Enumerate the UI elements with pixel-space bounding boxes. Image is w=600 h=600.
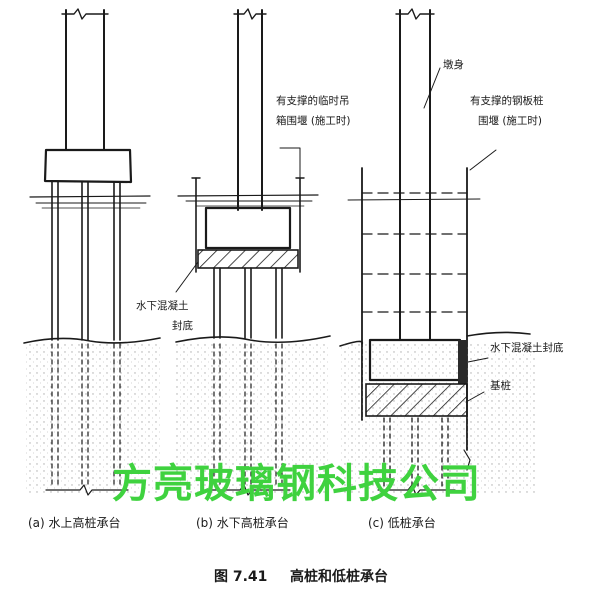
panel-b-cofferdam-leader (279, 147, 301, 179)
panel-a: (a) 水上高桩承台 (23, 8, 161, 530)
panel-b-piles-embedded (213, 343, 283, 489)
panel-c-pile-leader (465, 391, 485, 403)
figure-caption: 图 7.41 高桩和低桩承台 (214, 568, 388, 585)
panel-c-label: (c) 低桩承台 (368, 515, 436, 530)
panel-b-label: (b) 水下高桩承台 (196, 515, 289, 530)
panel-b-water-line (177, 194, 319, 207)
panel-c-pile-note: 基桩 (490, 379, 511, 392)
panel-c-seal-leader (467, 357, 489, 363)
panel-c-piles-embedded (383, 417, 449, 489)
panel-b: 有支撑的临时吊 箱围堰 (施工时) 水下混凝土 封底 (b) 水下高桩承台 (136, 8, 351, 530)
panel-a-label: (a) 水上高桩承台 (28, 515, 121, 530)
panel-c-soil (340, 344, 535, 494)
watermark-text: 方亮玻璃钢科技公司 (112, 461, 481, 507)
panel-b-seal-note-2: 封底 (172, 319, 193, 332)
panel-b-seal-leader (175, 261, 199, 293)
panel-b-seal-concrete (197, 249, 299, 269)
panel-b-soil (176, 344, 328, 494)
panel-b-cofferdam-note-1: 有支撑的临时吊 (276, 94, 350, 107)
panel-a-piles (51, 181, 121, 341)
panel-a-ground-line (23, 337, 161, 344)
panel-b-seal-note-1: 水下混凝土 (136, 299, 189, 312)
panel-c-water-line (347, 198, 481, 201)
panel-c-bracing (361, 192, 468, 313)
panel-a-piles-embedded (51, 343, 121, 489)
panel-b-piles (213, 267, 283, 339)
panel-a-pier (61, 8, 109, 151)
panel-c-pier-note: 墩身 (443, 58, 464, 71)
panel-a-water-line (29, 195, 151, 209)
panel-a-pile-cap (43, 148, 133, 184)
panel-c: 墩身 有支撑的钢板桩 围堰 (施工时) 水下混凝土封底 基桩 (c) 低桩承台 (339, 8, 564, 530)
panel-a-soil (24, 344, 160, 494)
panel-c-seal-note: 水下混凝土封底 (490, 341, 564, 354)
panel-b-pile-cap (204, 206, 292, 250)
panel-b-ground-line (175, 335, 331, 344)
panel-b-pier (233, 8, 267, 211)
panel-c-cofferdam-note-2: 围堰 (施工时) (478, 114, 542, 127)
panel-c-seal-concrete (365, 383, 468, 417)
panel-c-pier (395, 8, 435, 341)
panel-c-seal-concrete-side (458, 340, 467, 384)
panel-c-cofferdam-leader (469, 149, 497, 171)
figure-number: 图 7.41 (214, 569, 267, 585)
panel-c-pier-leader (423, 67, 441, 109)
panel-c-cofferdam-note-1: 有支撑的钢板桩 (470, 94, 544, 107)
figure-title: 高桩和低桩承台 (290, 568, 388, 585)
panel-b-cofferdam-note-2: 箱围堰 (施工时) (276, 114, 351, 127)
